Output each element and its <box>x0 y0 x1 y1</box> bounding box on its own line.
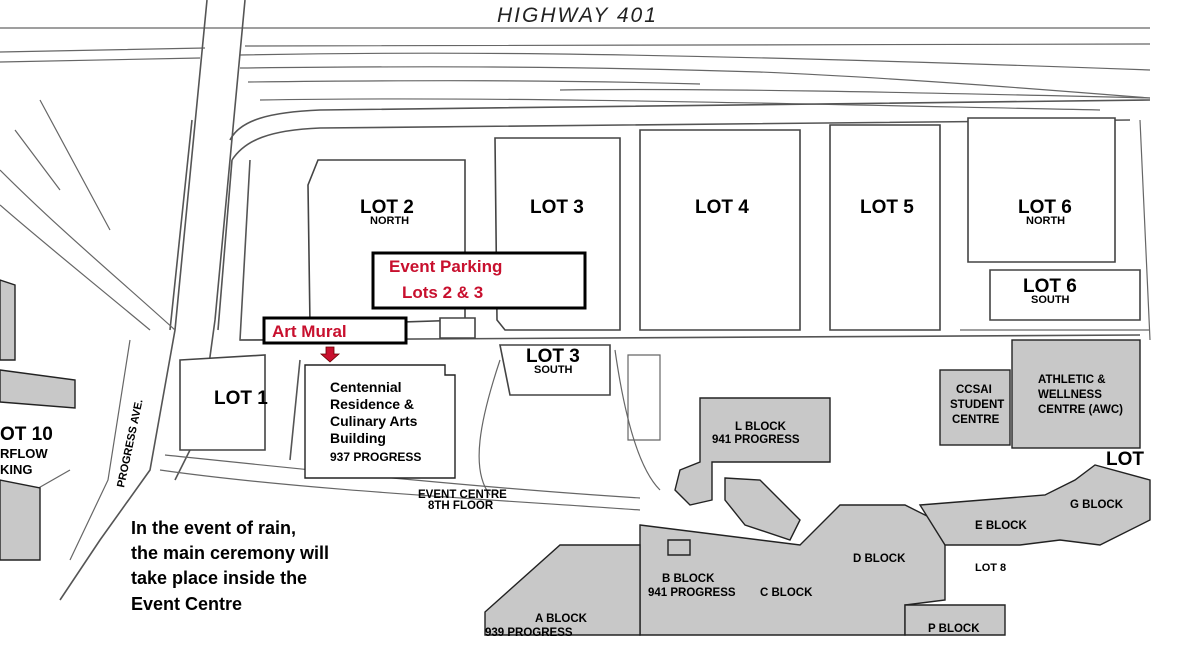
lot-1-label: LOT 1 <box>214 388 268 409</box>
overflow-label-2: KING <box>0 462 33 477</box>
awc-line-1: ATHLETIC & <box>1038 374 1106 386</box>
b-block-label: B BLOCK <box>662 573 715 585</box>
centennial-building <box>304 364 456 479</box>
awc-line-3: CENTRE (AWC) <box>1038 404 1123 416</box>
l-block-address: 941 PROGRESS <box>712 434 800 446</box>
rain-note-line-2: the main ceremony will <box>131 543 329 563</box>
centennial-address: 937 PROGRESS <box>330 450 421 464</box>
rain-note-line-3: take place inside the <box>131 568 307 588</box>
highway-401-road <box>0 27 1151 111</box>
lot-6-south-sub: SOUTH <box>1031 294 1070 306</box>
left-buildings <box>0 279 76 561</box>
street-label: PROGRESS AVE. <box>115 398 145 488</box>
lot-8-label: LOT 8 <box>975 562 1006 574</box>
awc-building <box>1011 339 1141 449</box>
lot-6-south <box>989 269 1141 321</box>
event-parking-line2: Lots 2 & 3 <box>402 283 483 302</box>
lot-3-label: LOT 3 <box>530 197 584 218</box>
g-block-label: G BLOCK <box>1070 499 1124 511</box>
event-parking-callout <box>371 251 587 310</box>
lot-3-south <box>499 344 611 396</box>
lot-6-north-sub: NORTH <box>1026 215 1065 227</box>
centennial-line-3: Culinary Arts <box>330 413 418 429</box>
a-block-label: A BLOCK <box>535 613 588 625</box>
lot-7-label: LOT <box>1106 449 1144 470</box>
main-campus-buildings <box>484 397 1151 636</box>
lot-6-north <box>967 117 1116 263</box>
c-block-label: C BLOCK <box>760 587 813 599</box>
ccsai-building <box>939 369 1011 446</box>
lot-2-label: LOT 2 <box>360 197 414 218</box>
ccsai-line-1: CCSAI <box>956 384 992 396</box>
lot-5-label: LOT 5 <box>860 197 914 218</box>
bcd-block-shape <box>639 504 946 636</box>
l-block-label: L BLOCK <box>735 421 787 433</box>
lot-10-label: OT 10 <box>0 424 53 445</box>
b-block-address: 941 PROGRESS <box>648 587 736 599</box>
centennial-line-1: Centennial <box>330 379 402 395</box>
ccsai-line-2: STUDENT <box>950 399 1004 411</box>
event-parking-line1: Event Parking <box>389 257 502 276</box>
l-block-shape <box>674 397 831 506</box>
lot-5 <box>829 124 941 331</box>
rain-note-line-1: In the event of rain, <box>131 518 296 538</box>
lot-3-south-sub: SOUTH <box>534 364 573 376</box>
centennial-line-2: Residence & <box>330 396 414 412</box>
event-centre-label-1: EVENT CENTRE <box>418 489 507 501</box>
d-block-label: D BLOCK <box>853 553 906 565</box>
event-centre-label-2: 8TH FLOOR <box>428 500 494 512</box>
art-mural-callout <box>262 316 408 345</box>
art-mural-label: Art Mural <box>272 322 347 341</box>
art-mural-arrow-icon <box>319 346 341 363</box>
a-block-shape <box>484 544 641 636</box>
ccsai-line-3: CENTRE <box>952 414 1000 426</box>
eg-block-shape <box>918 464 1151 546</box>
p-block-label: P BLOCK <box>928 623 980 635</box>
rain-note-line-4: Event Centre <box>131 594 242 614</box>
lot-3-south-label: LOT 3 <box>526 346 580 367</box>
small-lot <box>439 317 476 339</box>
highway-label: HIGHWAY 401 <box>497 4 658 27</box>
lot-1 <box>179 354 266 451</box>
awc-line-2: WELLNESS <box>1038 389 1102 401</box>
p-block-shape <box>904 604 1006 636</box>
lot-4-label: LOT 4 <box>695 197 749 218</box>
ring-road <box>217 99 1151 461</box>
overflow-label-1: RFLOW <box>0 446 48 461</box>
e-block-label: E BLOCK <box>975 520 1027 532</box>
centennial-line-4: Building <box>330 430 386 446</box>
lot-6-north-label: LOT 6 <box>1018 197 1072 218</box>
lot-6-south-label: LOT 6 <box>1023 276 1077 297</box>
a-block-address: 939 PROGRESS <box>485 627 573 639</box>
lot-2-sub: NORTH <box>370 215 409 227</box>
lot-4 <box>639 129 801 331</box>
